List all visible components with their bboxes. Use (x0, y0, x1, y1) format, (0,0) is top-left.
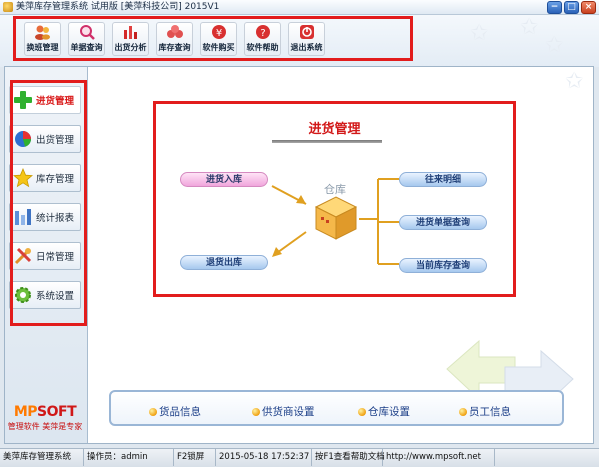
brand-logo-tail: SOFT (37, 404, 77, 420)
svg-text:¥: ¥ (215, 28, 221, 39)
user-switch-icon (34, 24, 52, 40)
brand-logo-main: MP (13, 404, 38, 420)
status-datetime: 2015-05-18 17:52:37 (216, 449, 312, 466)
bar-chart-icon (122, 24, 140, 40)
star-decoration-icon: ✩ (520, 15, 539, 40)
star-icon (13, 168, 33, 188)
status-app-name: 美萍库存管理系统 (0, 449, 84, 466)
minimize-button[interactable]: − (547, 1, 562, 14)
star-decoration-icon: ✩ (470, 21, 489, 46)
brand-slogan: 管理软件 美萍是专家 (7, 422, 83, 431)
warehouse-box-icon (314, 196, 358, 240)
software-help-label: 软件帮助 (246, 43, 279, 52)
software-help-button[interactable]: ? 软件帮助 (244, 22, 281, 56)
diagram-title: 进货管理 (308, 122, 361, 137)
exit-icon (298, 24, 316, 40)
warehouse-label: 仓库 (324, 183, 346, 196)
sidebar-item-label: 系统设置 (36, 291, 75, 302)
current-stock-query-button[interactable]: 当前库存查询 (399, 258, 487, 273)
sidebar-item-shipment-management[interactable]: 出货管理 (9, 125, 81, 153)
goods-info-link[interactable]: 货品信息 (149, 404, 201, 419)
help-icon: ? (254, 24, 272, 40)
inventory-query-button[interactable]: 库存查询 (156, 22, 193, 56)
yen-icon: ¥ (210, 24, 228, 40)
status-help-hint: 按F1查看帮助文档 (312, 449, 385, 466)
status-bar: 美萍库存管理系统 操作员：admin F2锁屏 2015-05-18 17:52… (0, 448, 599, 467)
brand-logo: MPSOFT (6, 404, 84, 420)
exit-system-button[interactable]: 退出系统 (288, 22, 325, 56)
pie-chart-icon (13, 129, 33, 149)
document-query-label: 单据查询 (70, 43, 103, 52)
green-plus-icon (13, 90, 33, 110)
shift-management-label: 换班管理 (26, 43, 59, 52)
tools-icon (13, 246, 33, 266)
inventory-icon (166, 24, 184, 40)
title-bar: 美萍库存管理系统 试用版 [美萍科技公司] 2015V1 − □ × (0, 0, 599, 15)
bullet-icon (459, 407, 467, 416)
sidebar-item-label: 统计报表 (36, 213, 75, 224)
gear-icon (13, 285, 33, 305)
shift-management-button[interactable]: 换班管理 (24, 22, 61, 56)
star-decoration-icon: ✩ (545, 33, 564, 58)
sidebar-item-purchase-management[interactable]: 进货管理 (9, 86, 81, 114)
shipment-analysis-button[interactable]: 出货分析 (112, 22, 149, 56)
main-toolbar: 换班管理 单据查询 出货分析 库存查询 ¥ 软件购买 ? 软件帮助 退出系统 (24, 22, 325, 56)
purchase-software-button[interactable]: ¥ 软件购买 (200, 22, 237, 56)
quick-links-bar: 货品信息 供货商设置 仓库设置 员工信息 (109, 390, 564, 426)
sidebar-item-inventory-management[interactable]: 库存管理 (9, 164, 81, 192)
exit-system-label: 退出系统 (290, 43, 323, 52)
return-outbound-button[interactable]: 退货出库 (180, 255, 268, 270)
sidebar-highlight-frame (10, 80, 87, 326)
document-query-button[interactable]: 单据查询 (68, 22, 105, 56)
maximize-button[interactable]: □ (564, 1, 579, 14)
app-icon (3, 2, 13, 12)
employee-info-label: 员工信息 (469, 406, 511, 418)
svg-text:?: ? (260, 28, 265, 39)
warehouse-settings-link[interactable]: 仓库设置 (358, 404, 410, 419)
brand-block: MPSOFT 管理软件 美萍是专家 (6, 404, 84, 432)
shipment-analysis-label: 出货分析 (114, 43, 147, 52)
sidebar-item-label: 出货管理 (36, 135, 75, 146)
toolbar-highlight-frame (13, 16, 413, 61)
warehouse-settings-label: 仓库设置 (368, 406, 410, 418)
diagram-title-underline (272, 140, 382, 143)
purchase-software-label: 软件购买 (202, 43, 235, 52)
purchase-document-query-button[interactable]: 进货单据查询 (399, 215, 487, 230)
status-empty-cell (495, 449, 599, 466)
sidebar-item-daily-management[interactable]: 日常管理 (9, 242, 81, 270)
window-title: 美萍库存管理系统 试用版 [美萍科技公司] 2015V1 (16, 2, 220, 12)
window-controls: − □ × (547, 1, 596, 14)
goods-info-label: 货品信息 (159, 406, 201, 418)
sidebar-item-statistics-reports[interactable]: 统计报表 (9, 203, 81, 231)
bullet-icon (252, 407, 260, 416)
bars-icon (13, 207, 33, 227)
diagram-connectors (271, 178, 399, 265)
employee-info-link[interactable]: 员工信息 (459, 404, 511, 419)
status-lock-hint: F2锁屏 (174, 449, 216, 466)
bullet-icon (358, 407, 366, 416)
sidebar-item-label: 库存管理 (36, 174, 75, 185)
bullet-icon (149, 407, 157, 416)
transaction-details-button[interactable]: 往来明细 (399, 172, 487, 187)
purchase-flow-diagram: 进货管理 进货入库 退货出库 往来明细 进货单据查询 当前库存查询 仓库 (153, 101, 516, 297)
sidebar-item-system-settings[interactable]: 系统设置 (9, 281, 81, 309)
status-operator: 操作员：admin (84, 449, 174, 466)
close-button[interactable]: × (581, 1, 596, 14)
star-decoration-icon: ✩ (565, 69, 584, 94)
sidebar-item-label: 进货管理 (36, 96, 75, 107)
search-icon (78, 24, 96, 40)
supplier-settings-link[interactable]: 供货商设置 (252, 404, 315, 419)
purchase-inbound-button[interactable]: 进货入库 (180, 172, 268, 187)
sidebar-item-label: 日常管理 (36, 252, 75, 263)
supplier-settings-label: 供货商设置 (262, 406, 315, 418)
status-website: http://www.mpsoft.net (383, 449, 495, 466)
inventory-query-label: 库存查询 (158, 43, 191, 52)
